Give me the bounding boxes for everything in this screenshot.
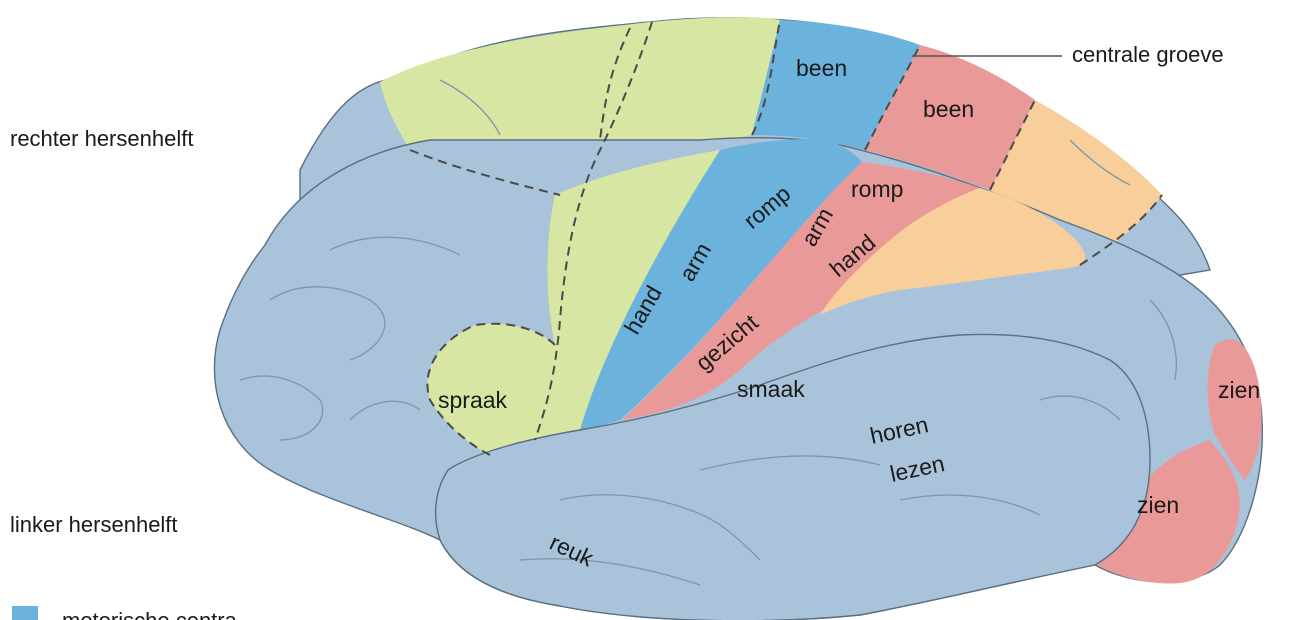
- label-sensory-trunk: romp: [851, 176, 903, 202]
- label-speech: spraak: [438, 387, 508, 413]
- label-vision-lower: zien: [1137, 492, 1179, 518]
- label-taste: smaak: [737, 376, 805, 402]
- label-motor-leg: been: [796, 55, 847, 81]
- legend-label-motor: motorische centra: [62, 608, 238, 620]
- label-right-hemisphere: rechter hersenhelft: [10, 126, 193, 151]
- label-central-sulcus: centrale groeve: [1072, 42, 1224, 67]
- label-sensory-leg: been: [923, 96, 974, 122]
- legend-swatch-motor: [12, 606, 38, 620]
- label-vision-upper: zien: [1218, 377, 1260, 403]
- label-left-hemisphere: linker hersenhelft: [10, 512, 178, 537]
